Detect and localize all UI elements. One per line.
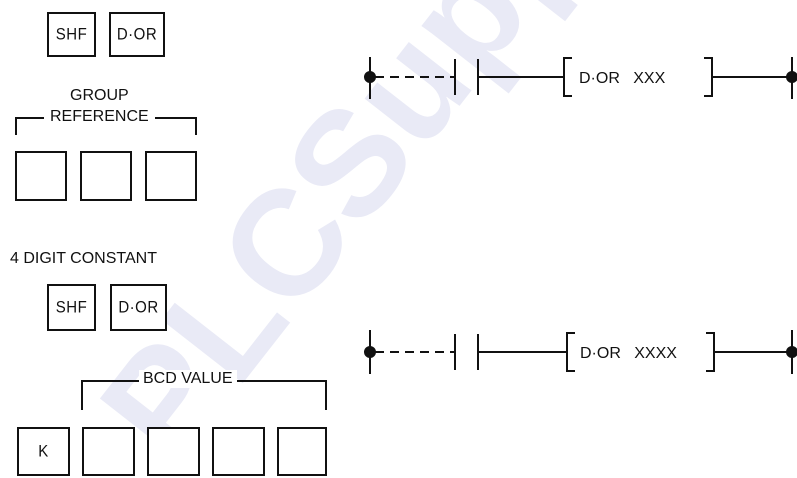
group-digit-box[interactable] [145,151,197,201]
group-label: GROUP [70,87,129,104]
right-rail-node [786,346,797,358]
bcd-digit-box[interactable] [82,427,135,476]
instruction-bracket-right [706,332,715,372]
bcd-digit-box[interactable] [212,427,265,476]
section-title: 4 DIGIT CONSTANT [10,250,157,267]
shf-key[interactable]: SHF [47,284,96,331]
rung-2-instruction: D·OR XXXX [580,345,677,362]
shf-key[interactable]: SHF [47,12,96,57]
dor-key[interactable]: D·OR [110,284,167,331]
ladder-rung-2 [364,330,797,374]
bcd-digit-box[interactable] [147,427,200,476]
bcd-digit-box[interactable] [277,427,327,476]
group-digit-box[interactable] [80,151,132,201]
rung-1-instruction: D·OR XXX [579,70,666,87]
instruction-bracket-right [704,57,713,97]
reference-label: REFERENCE [44,108,155,126]
dor-key-label: D·OR [118,298,159,317]
k-key-label: K [38,442,49,461]
ladder-rung-1 [364,57,797,99]
group-digit-box[interactable] [15,151,67,201]
k-key[interactable]: K [17,427,70,476]
shf-key-label: SHF [55,25,88,44]
instruction-bracket-left [563,57,572,97]
shf-key-label: SHF [55,298,88,317]
instruction-bracket-left [566,332,575,372]
dor-key[interactable]: D·OR [109,12,165,57]
dor-key-label: D·OR [116,25,158,44]
right-rail-node [786,71,797,83]
bcd-value-label: BCD VALUE [139,370,237,388]
